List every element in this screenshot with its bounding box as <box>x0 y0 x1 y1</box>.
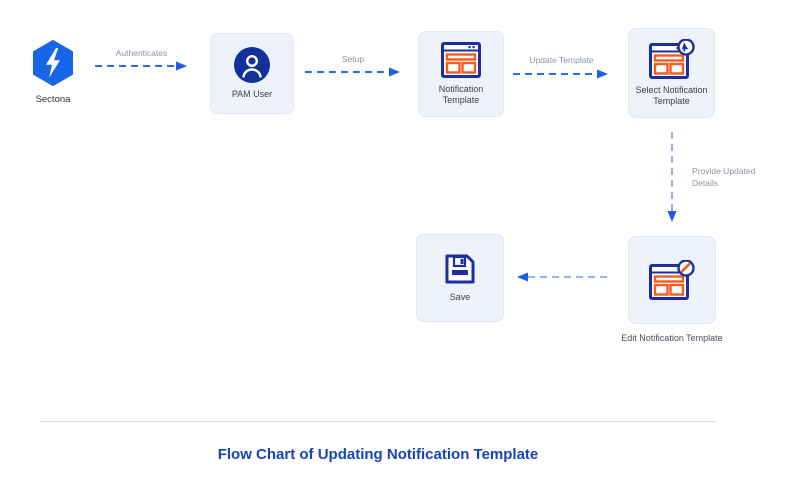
node-save: Save <box>416 234 504 322</box>
edge-label-setup: Setup <box>341 54 365 64</box>
update-template-arrow <box>513 69 608 79</box>
node-notification-template: Notification Template <box>418 31 504 117</box>
template-window-icon <box>441 41 481 78</box>
node-label-pam-user: PAM User <box>231 88 273 99</box>
divider-line <box>40 421 716 422</box>
sectona-hexagon-lightning-icon <box>33 40 73 86</box>
edit-to-save-arrow <box>517 272 609 282</box>
node-label-notification-template: Notification Template <box>438 83 484 105</box>
authenticates-arrow <box>95 61 187 71</box>
floppy-disk-icon <box>445 254 475 284</box>
provide-updated-details-arrow <box>667 132 677 222</box>
template-window-cursor-icon <box>648 38 695 79</box>
sectona-label: Sectona <box>35 94 71 105</box>
node-label-save: Save <box>449 292 471 303</box>
setup-arrow <box>305 67 400 77</box>
page-title: Flow Chart of Updating Notification Temp… <box>217 446 539 463</box>
node-select-notification-template: Select Notification Template <box>628 28 715 118</box>
node-label-select-notification-template: Select Notification Template <box>635 84 708 106</box>
user-circle-icon <box>234 46 270 83</box>
node-label-edit-notification-template: Edit Notification Template <box>621 333 723 343</box>
edge-label-authenticates: Authenticates <box>115 48 168 58</box>
edge-label-update-template: Update Template <box>529 55 594 65</box>
node-edit-notification-template <box>628 236 716 324</box>
node-pam-user: PAM User <box>210 33 294 114</box>
template-window-pencil-icon <box>649 260 695 300</box>
edge-label-provide-updated-details: Provide Updated Details <box>692 166 756 188</box>
